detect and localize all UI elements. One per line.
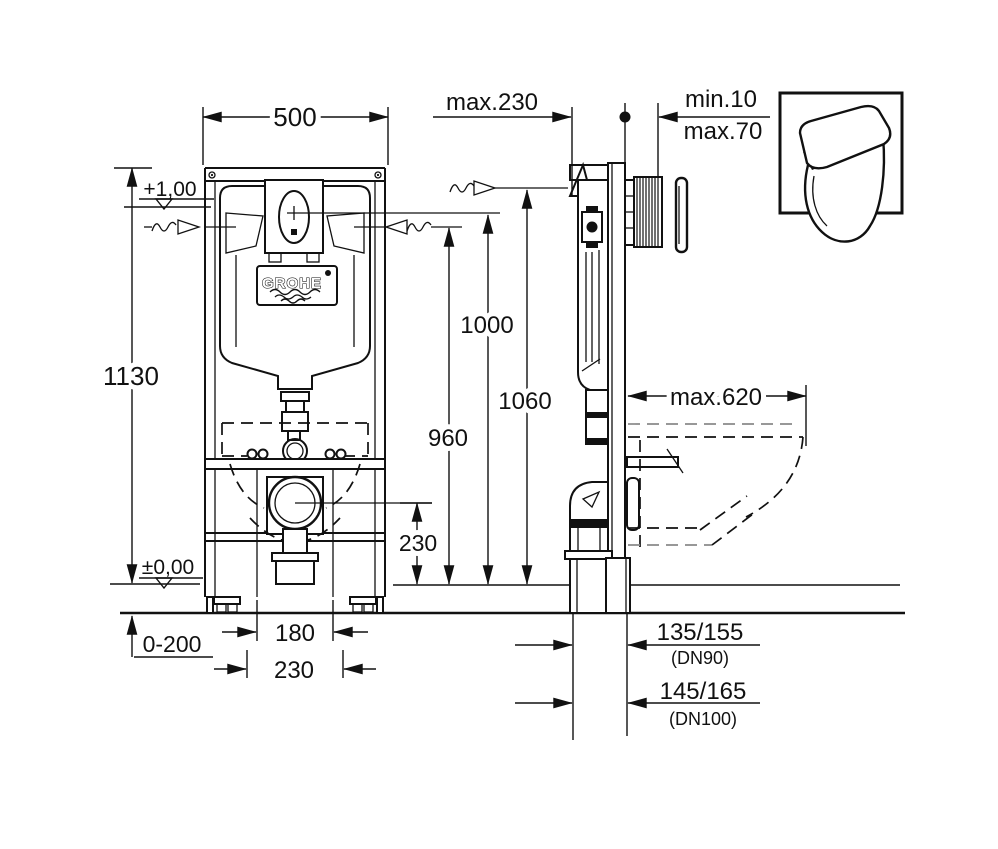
corner-screw-icon — [374, 171, 382, 179]
dim-connection-spacing: 230 — [274, 657, 314, 684]
side-view-frame — [564, 161, 689, 614]
break-arrow-icon — [473, 180, 498, 196]
dim-outlet-dn90-note: (DN90) — [671, 648, 729, 668]
wall-hung-toilet-icon — [798, 104, 892, 243]
break-arrow-icon — [177, 219, 202, 235]
level-marker-icon — [154, 577, 174, 590]
wave-icon — [269, 288, 321, 296]
dim-finish-min: min.10 — [685, 86, 757, 113]
dim-bowl-depth: max.620 — [670, 384, 762, 411]
dim-frame-width: 500 — [273, 102, 316, 132]
front-view-lower — [204, 422, 432, 597]
inspection-shaft-icon — [624, 176, 663, 248]
dim-outlet-dn90: 135/155 — [657, 619, 744, 646]
grohe-logo: GROHE — [256, 265, 338, 306]
brand-name: GROHE — [262, 275, 322, 292]
front-view-frame — [204, 167, 386, 614]
dim-actuator-height: 1000 — [460, 312, 513, 339]
dashed-bowl-outline — [628, 423, 804, 554]
dim-max-depth: max.230 — [446, 89, 538, 116]
flush-cover-plate-icon — [674, 176, 689, 254]
level-marker-icon — [154, 198, 174, 211]
break-arrow-icon — [383, 219, 408, 235]
corner-screw-icon — [208, 171, 216, 179]
dim-outlet-dn100: 145/165 — [660, 678, 747, 705]
dim-finish-max: max.70 — [684, 118, 763, 145]
dim-bolt-spacing: 180 — [275, 620, 315, 647]
dimension-lines — [110, 103, 807, 740]
front-view-cistern: GROHE — [206, 179, 384, 464]
dim-upper-fixing-height: 1060 — [498, 388, 551, 415]
floor-lines — [120, 584, 905, 615]
toilet-icon-box — [778, 91, 904, 243]
dim-frame-height: 1130 — [103, 361, 159, 391]
wave-icon — [274, 294, 312, 300]
dim-outlet-dn100-note: (DN100) — [669, 709, 737, 729]
wall-reference-dot — [619, 111, 631, 123]
dim-outlet-height: 230 — [399, 530, 437, 556]
dimension-labels: 500 1130 +1,00 ±0,00 0-200 180 230 960 1… — [98, 86, 767, 729]
dim-upper-level: +1,00 — [143, 178, 196, 201]
flush-button-icon — [278, 190, 310, 244]
wave-icon — [280, 298, 306, 304]
leader-lines — [144, 180, 568, 235]
dim-zero-level: ±0,00 — [142, 556, 194, 579]
dim-floor-adjust: 0-200 — [143, 631, 202, 657]
dim-leader-height: 960 — [428, 425, 468, 452]
